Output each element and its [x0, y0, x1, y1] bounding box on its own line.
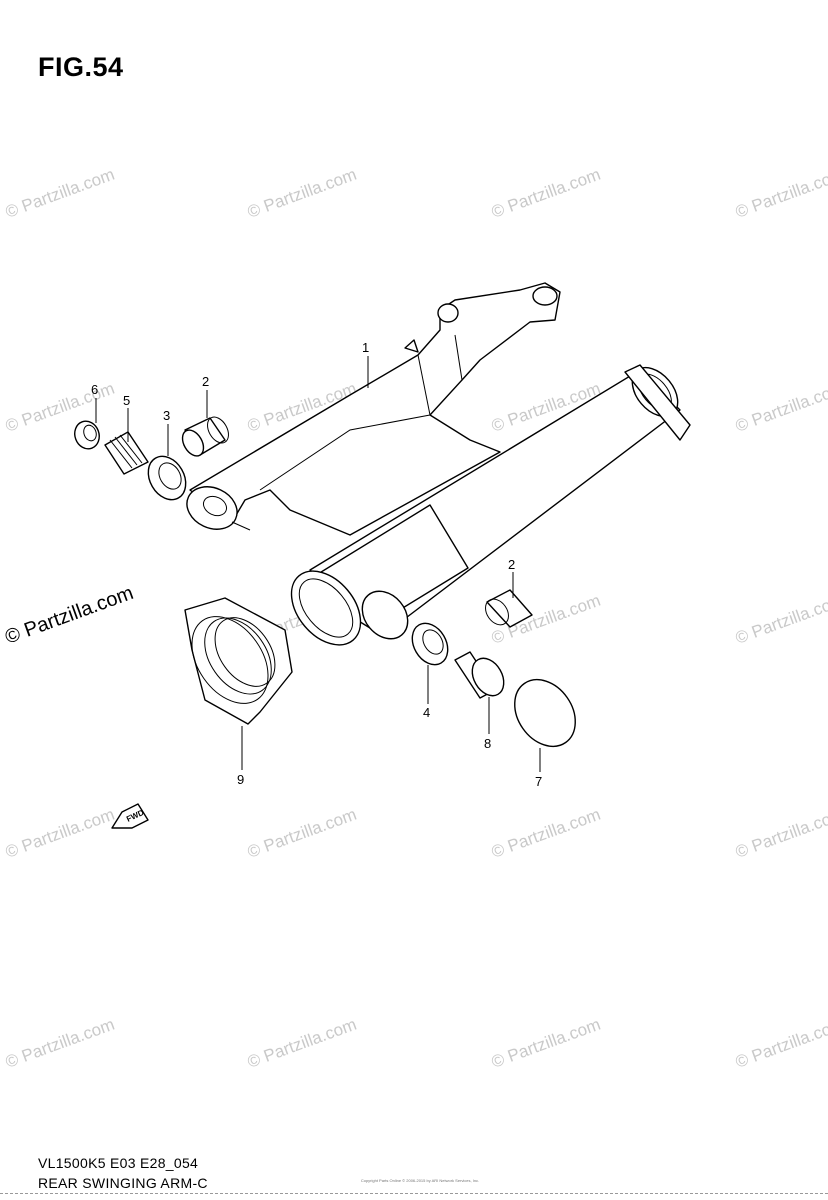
watermark: © Partzilla.com [733, 165, 828, 222]
cap [514, 678, 576, 748]
watermark: © Partzilla.com [245, 805, 359, 862]
callout-7: 7 [535, 774, 542, 789]
watermark: © Partzilla.com [733, 1015, 828, 1072]
bottom-divider [0, 1193, 828, 1194]
watermark: © Partzilla.com [3, 1015, 117, 1072]
callout-2-upper: 2 [202, 374, 209, 389]
callout-5: 5 [123, 393, 130, 408]
plug [454, 651, 505, 699]
callout-4: 4 [423, 705, 430, 720]
bearing-ball [147, 455, 187, 501]
bearing-lower [485, 589, 533, 628]
callout-3: 3 [163, 408, 170, 423]
figure-title: FIG.54 [38, 52, 124, 82]
watermark: © Partzilla.com [245, 165, 359, 222]
watermark: © Partzilla.com [245, 1015, 359, 1072]
watermark: © Partzilla.com [3, 379, 117, 436]
watermark: © Partzilla.com [733, 379, 828, 436]
leader-lines [95, 356, 541, 772]
watermark: © Partzilla.com [733, 805, 828, 862]
boot [184, 597, 293, 725]
watermark: © Partzilla.com [489, 805, 603, 862]
swinging-arm [186, 282, 691, 646]
bearing-upper [181, 416, 229, 457]
watermark-grid: © Partzilla.com © Partzilla.com © Partzi… [2, 165, 828, 1072]
watermark: © Partzilla.com [3, 165, 117, 222]
callout-6: 6 [91, 382, 98, 397]
figure-code: VL1500K5 E03 E28_054 [38, 1155, 199, 1171]
copyright-notice: Copyright Parts Online © 2006-2015 by AR… [360, 1178, 480, 1183]
nut [74, 420, 100, 450]
pivot-bolt [104, 431, 149, 475]
callout-9: 9 [237, 772, 244, 787]
callout-2-lower: 2 [508, 557, 515, 572]
fwd-arrow-icon: FWD [111, 803, 149, 829]
watermark: © Partzilla.com [733, 591, 828, 648]
watermark: © Partzilla.com [3, 805, 117, 862]
callout-1: 1 [362, 340, 369, 355]
watermark: © Partzilla.com [489, 1015, 603, 1072]
oil-seal [411, 622, 449, 666]
callout-8: 8 [484, 736, 491, 751]
callouts: 1 2 3 5 6 2 4 8 7 9 [91, 340, 542, 789]
watermark: © Partzilla.com [489, 165, 603, 222]
watermark: © Partzilla.com [2, 582, 136, 649]
figure-name: REAR SWINGING ARM-C [38, 1175, 208, 1191]
